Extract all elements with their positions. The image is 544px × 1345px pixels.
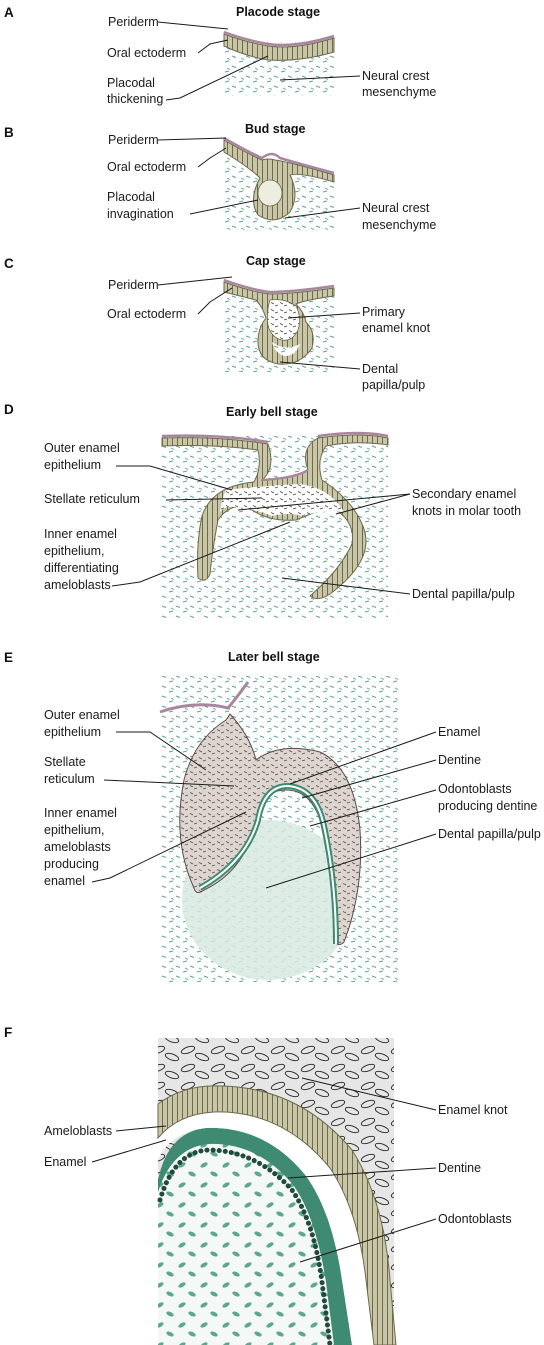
panel-a: A Placode stage Periderm Oral ectoderm P… — [4, 5, 436, 106]
dentine-band — [158, 1127, 352, 1345]
label-stellate-1: Stellate — [44, 755, 86, 769]
periderm-layer — [223, 136, 335, 175]
label-outer-enamel-1: Outer enamel — [44, 708, 120, 722]
label-odontoblasts-2: producing dentine — [438, 799, 537, 813]
label-inner-3: differentiating — [44, 561, 119, 575]
label-primary-knot-1: Primary — [362, 305, 406, 319]
label-stellate-2: reticulum — [44, 772, 95, 786]
label-odontoblasts: Odontoblasts — [438, 1212, 512, 1226]
label-papilla-2: papilla/pulp — [362, 378, 425, 392]
label-inner-5: enamel — [44, 874, 85, 888]
label-stellate: Stellate reticulum — [44, 492, 140, 506]
panel-e-title: Later bell stage — [228, 650, 320, 664]
label-inner-4: ameloblasts — [44, 578, 111, 592]
label-placodal-2: thickening — [107, 92, 163, 106]
label-inner-3: ameloblasts — [44, 840, 111, 854]
label-outer-enamel-2: epithelium — [44, 725, 101, 739]
label-inner-1: Inner enamel — [44, 527, 117, 541]
panel-b: B Bud stage Periderm Oral ectoderm Placo… — [4, 122, 436, 232]
panel-c-title: Cap stage — [246, 254, 306, 268]
panel-d-title: Early bell stage — [226, 405, 318, 419]
panel-letter-c: C — [4, 256, 14, 271]
panel-letter-b: B — [4, 125, 14, 140]
panel-a-title: Placode stage — [236, 5, 320, 19]
panel-letter-d: D — [4, 402, 14, 417]
label-neural-crest-1: Neural crest — [362, 201, 430, 215]
label-inner-2: epithelium, — [44, 544, 104, 558]
label-placodal-2: invagination — [107, 207, 174, 221]
panel-b-title: Bud stage — [245, 122, 305, 136]
dental-papilla-shape — [272, 342, 300, 356]
label-papilla: Dental papilla/pulp — [412, 587, 515, 601]
panel-letter-a: A — [4, 5, 14, 20]
label-periderm: Periderm — [108, 15, 159, 29]
label-odontoblasts-1: Odontoblasts — [438, 782, 512, 796]
panel-c: C Cap stage Periderm Oral ectoderm Prima… — [4, 254, 431, 392]
label-ameloblasts: Ameloblasts — [44, 1124, 112, 1138]
enamel-organ-epithelium — [161, 434, 389, 600]
label-oral-ectoderm: Oral ectoderm — [107, 46, 186, 60]
label-inner-2: epithelium, — [44, 823, 104, 837]
label-enamel-knot: Enamel knot — [438, 1103, 508, 1117]
label-oral-ectoderm: Oral ectoderm — [107, 160, 186, 174]
label-papilla-1: Dental — [362, 362, 398, 376]
label-neural-crest-1: Neural crest — [362, 69, 430, 83]
label-placodal-1: Placodal — [107, 76, 155, 90]
enamel-layer — [199, 784, 337, 945]
enamel-band — [158, 1111, 374, 1345]
placodal-invagination-shape — [223, 139, 335, 221]
label-enamel: Enamel — [438, 725, 480, 739]
bud-core — [257, 179, 283, 207]
panel-letter-e: E — [4, 650, 13, 665]
label-oral-ectoderm: Oral ectoderm — [107, 307, 186, 321]
label-papilla: Dental papilla/pulp — [438, 827, 541, 841]
ameloblast-layer — [157, 1085, 397, 1345]
panel-f: F Ameloblasts Enamel Enamel knot Dentine… — [4, 1025, 512, 1345]
panel-e: E Later bell stage Outer enamel epitheli… — [4, 650, 541, 982]
dental-lamina — [159, 681, 250, 714]
label-inner-1: Inner enamel — [44, 806, 117, 820]
placodal-thickening-shape — [223, 33, 335, 61]
label-outer-enamel-1: Outer enamel — [44, 441, 120, 455]
enamel-knot-core — [266, 299, 300, 341]
periderm-layer — [223, 278, 335, 294]
periderm-layer — [161, 431, 389, 482]
label-dentine: Dentine — [438, 1161, 481, 1175]
label-primary-knot-2: enamel knot — [362, 321, 431, 335]
label-placodal-1: Placodal — [107, 190, 155, 204]
label-dentine: Dentine — [438, 753, 481, 767]
label-outer-enamel-2: epithelium — [44, 458, 101, 472]
label-secondary-1: Secondary enamel — [412, 487, 516, 501]
label-periderm: Periderm — [108, 133, 159, 147]
label-enamel: Enamel — [44, 1155, 86, 1169]
odontoblast-row — [157, 1147, 333, 1345]
stellate-reticulum-region — [220, 484, 344, 516]
label-neural-crest-2: mesenchyme — [362, 218, 436, 232]
panel-letter-f: F — [4, 1025, 12, 1040]
label-neural-crest-2: mesenchyme — [362, 85, 436, 99]
panel-d: D Early bell stage Outer enamel epitheli… — [4, 402, 521, 618]
label-secondary-2: knots in molar tooth — [412, 504, 521, 518]
periderm-layer — [223, 30, 335, 47]
label-periderm: Periderm — [108, 278, 159, 292]
label-inner-4: producing — [44, 857, 99, 871]
